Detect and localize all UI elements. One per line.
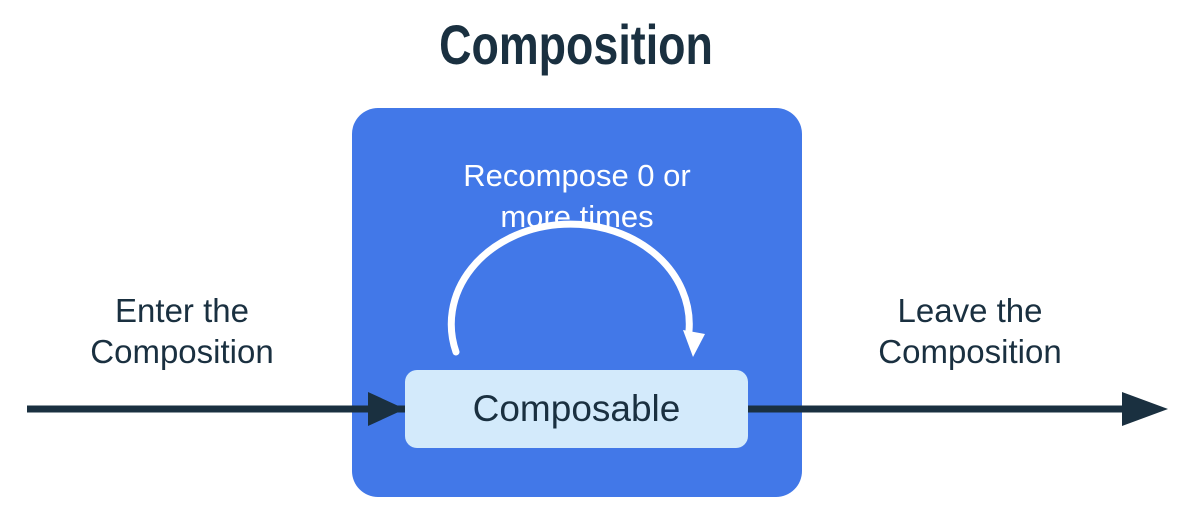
recompose-label: Recompose 0 or more times [463, 158, 691, 234]
composable-label: Composable [472, 388, 681, 429]
composable-node: Composable [405, 370, 748, 448]
enter-composition-label: Enter the Composition [90, 292, 274, 370]
leave-arrowhead-icon [1122, 392, 1168, 426]
diagram-title: Composition [439, 13, 713, 76]
leave-composition-label: Leave the Composition [878, 292, 1062, 370]
